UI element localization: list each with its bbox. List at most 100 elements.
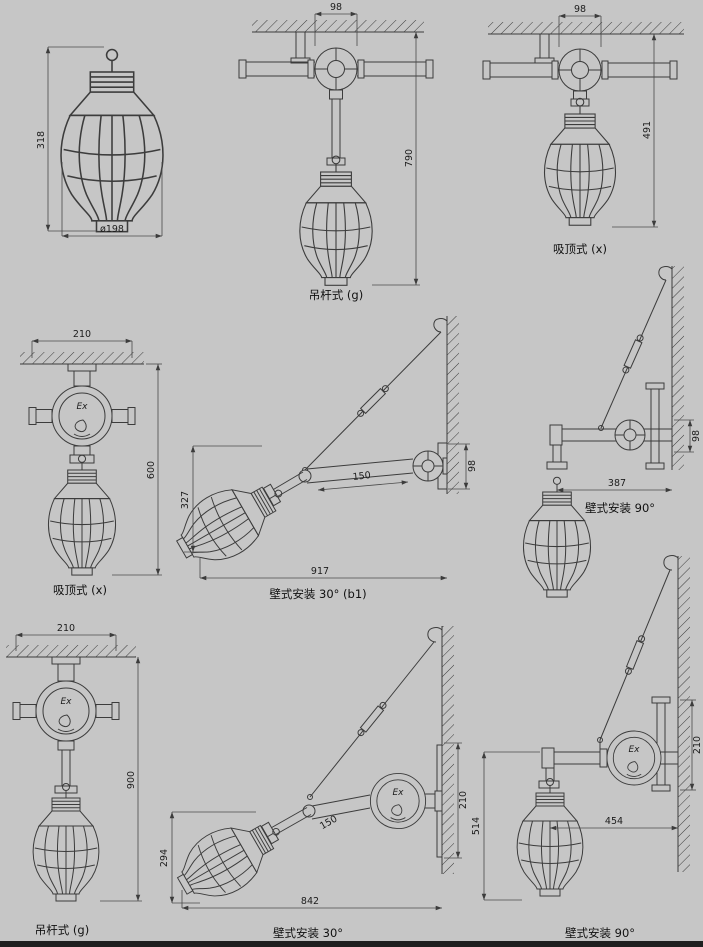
lamp	[47, 454, 117, 576]
junction-box	[369, 772, 427, 830]
wall-hook-icon	[433, 318, 448, 333]
dimension-overall-height: 900	[100, 657, 142, 902]
lamp-stem	[570, 90, 590, 107]
mounting-bracket	[290, 31, 311, 64]
dimension-plate-height: 210	[444, 742, 469, 859]
view-pendant-rod-top: 98 790 吊杆式 (g)	[238, 2, 434, 302]
dim-label-arm: 150	[318, 814, 339, 833]
lamp	[166, 802, 296, 914]
dim-label-width: 842	[301, 896, 319, 907]
wall-hatch	[672, 266, 684, 470]
ceiling-hatch	[252, 20, 424, 32]
dimension-bracket-height: 210	[680, 699, 703, 791]
dim-label-width: 387	[608, 478, 626, 489]
junction-box	[482, 48, 678, 92]
wall-stub	[423, 790, 443, 812]
support-arm	[269, 794, 371, 836]
lamp	[522, 476, 592, 598]
ceiling-hatch	[20, 352, 144, 364]
view-wall-mount-90-top: 387 98 壁式安装 90°	[522, 266, 702, 598]
lamp	[164, 463, 298, 578]
dim-label-width: 98	[574, 4, 586, 15]
lamp	[299, 155, 373, 286]
pendant-rod	[54, 740, 78, 794]
dimension-box-width: 98	[314, 2, 358, 46]
pendant-rod	[326, 89, 346, 166]
dimension-drop-height: 514	[471, 751, 540, 901]
view-label: 壁式安装 30° (b1)	[269, 587, 366, 601]
dimension-overall-width: 842	[181, 890, 442, 911]
dimension-arm-width: 454	[550, 816, 678, 831]
view-label: 吸顶式 (x)	[553, 242, 607, 256]
junction-box	[51, 385, 113, 447]
scan-edge-strip	[0, 941, 703, 947]
dim-label-width: 210	[73, 329, 91, 340]
junction-box	[238, 47, 434, 91]
dim-label-lamp-diameter: ø198	[100, 224, 124, 235]
wall-hatch	[442, 626, 454, 874]
mounting-bracket	[534, 33, 555, 64]
dim-label-width: 917	[311, 566, 329, 577]
ex-mark: Ex	[60, 697, 72, 707]
mounting-flange	[51, 656, 81, 682]
dimension-box-height: 98	[674, 419, 702, 453]
dimension-arm-length: 150	[317, 470, 409, 492]
dim-label-height: 294	[159, 849, 170, 867]
turnbuckle	[620, 333, 646, 375]
mounting-flange	[67, 363, 97, 387]
dim-label-width: 454	[605, 816, 623, 827]
view-label: 吸顶式 (x)	[53, 583, 107, 597]
wall-hatch	[678, 556, 690, 872]
lamp-coupling	[260, 821, 280, 845]
wall-elbow-box	[614, 419, 646, 451]
dim-label-width: 98	[330, 2, 342, 13]
ex-mark: Ex	[76, 402, 88, 412]
dimension-overall-height: 600	[112, 363, 162, 576]
dim-label-arm: 150	[352, 470, 371, 483]
dim-label-box: 210	[458, 791, 469, 809]
view-wall-mount-90-bottom: Ex 454 514 210 壁式安装 90°	[471, 555, 703, 940]
lamp	[60, 48, 164, 233]
dimension-arm-width: 387	[557, 478, 672, 493]
support-arm	[269, 457, 448, 499]
view-wall-mount-30-mid: 98 327 150 917 壁式安装 30° (b1)	[164, 316, 478, 601]
lamp-stem	[69, 445, 95, 464]
dim-label-width: 210	[57, 623, 75, 634]
ceiling-hatch	[488, 22, 684, 34]
dimension-bracket-height: 98	[448, 443, 478, 490]
view-label: 壁式安装 90°	[585, 501, 655, 515]
ex-mark: Ex	[392, 788, 404, 798]
wall-hatch	[447, 316, 459, 494]
cable-eye	[598, 425, 604, 431]
dimension-overall-width: 917	[199, 558, 447, 581]
dimension-lamp-diameter: ø198	[61, 162, 163, 239]
dim-label-box: 98	[691, 430, 702, 442]
lamp	[516, 778, 584, 897]
wall-elbow-box	[412, 450, 444, 482]
dimension-arm-length: 150	[318, 814, 339, 833]
ex-mark: Ex	[628, 745, 640, 755]
dim-label-height: 514	[471, 817, 482, 835]
dim-label-height: 327	[180, 491, 191, 509]
lamp-coupling	[262, 483, 282, 507]
wall-hook-icon	[427, 627, 443, 643]
view-wall-mount-30-bottom: Ex 294 842 150 210 壁式安装 30°	[159, 626, 469, 940]
view-ceiling-mount-mid: 210 Ex 600 吸顶式 (x)	[20, 329, 162, 597]
view-label: 壁式安装 30°	[273, 926, 343, 940]
wall-hook-icon	[663, 555, 679, 571]
support-arm	[546, 424, 672, 470]
view-label: 壁式安装 90°	[565, 926, 635, 940]
dimension-box-width: 98	[558, 4, 602, 47]
dimension-drop-height: 294	[159, 811, 256, 904]
dim-label-height: 790	[404, 149, 415, 167]
junction-box	[606, 730, 662, 786]
ceiling-hatch	[6, 645, 136, 657]
dim-label-height: 491	[642, 121, 653, 139]
lamp	[543, 97, 617, 226]
dim-label-box: 98	[467, 460, 478, 472]
view-ceiling-mount-top: 98 491 吸顶式 (x)	[482, 4, 684, 256]
view-label: 吊杆式 (g)	[35, 923, 89, 937]
view-lamp-detail: 318 ø198	[36, 46, 164, 239]
dimension-lamp-height: 318	[36, 46, 104, 232]
